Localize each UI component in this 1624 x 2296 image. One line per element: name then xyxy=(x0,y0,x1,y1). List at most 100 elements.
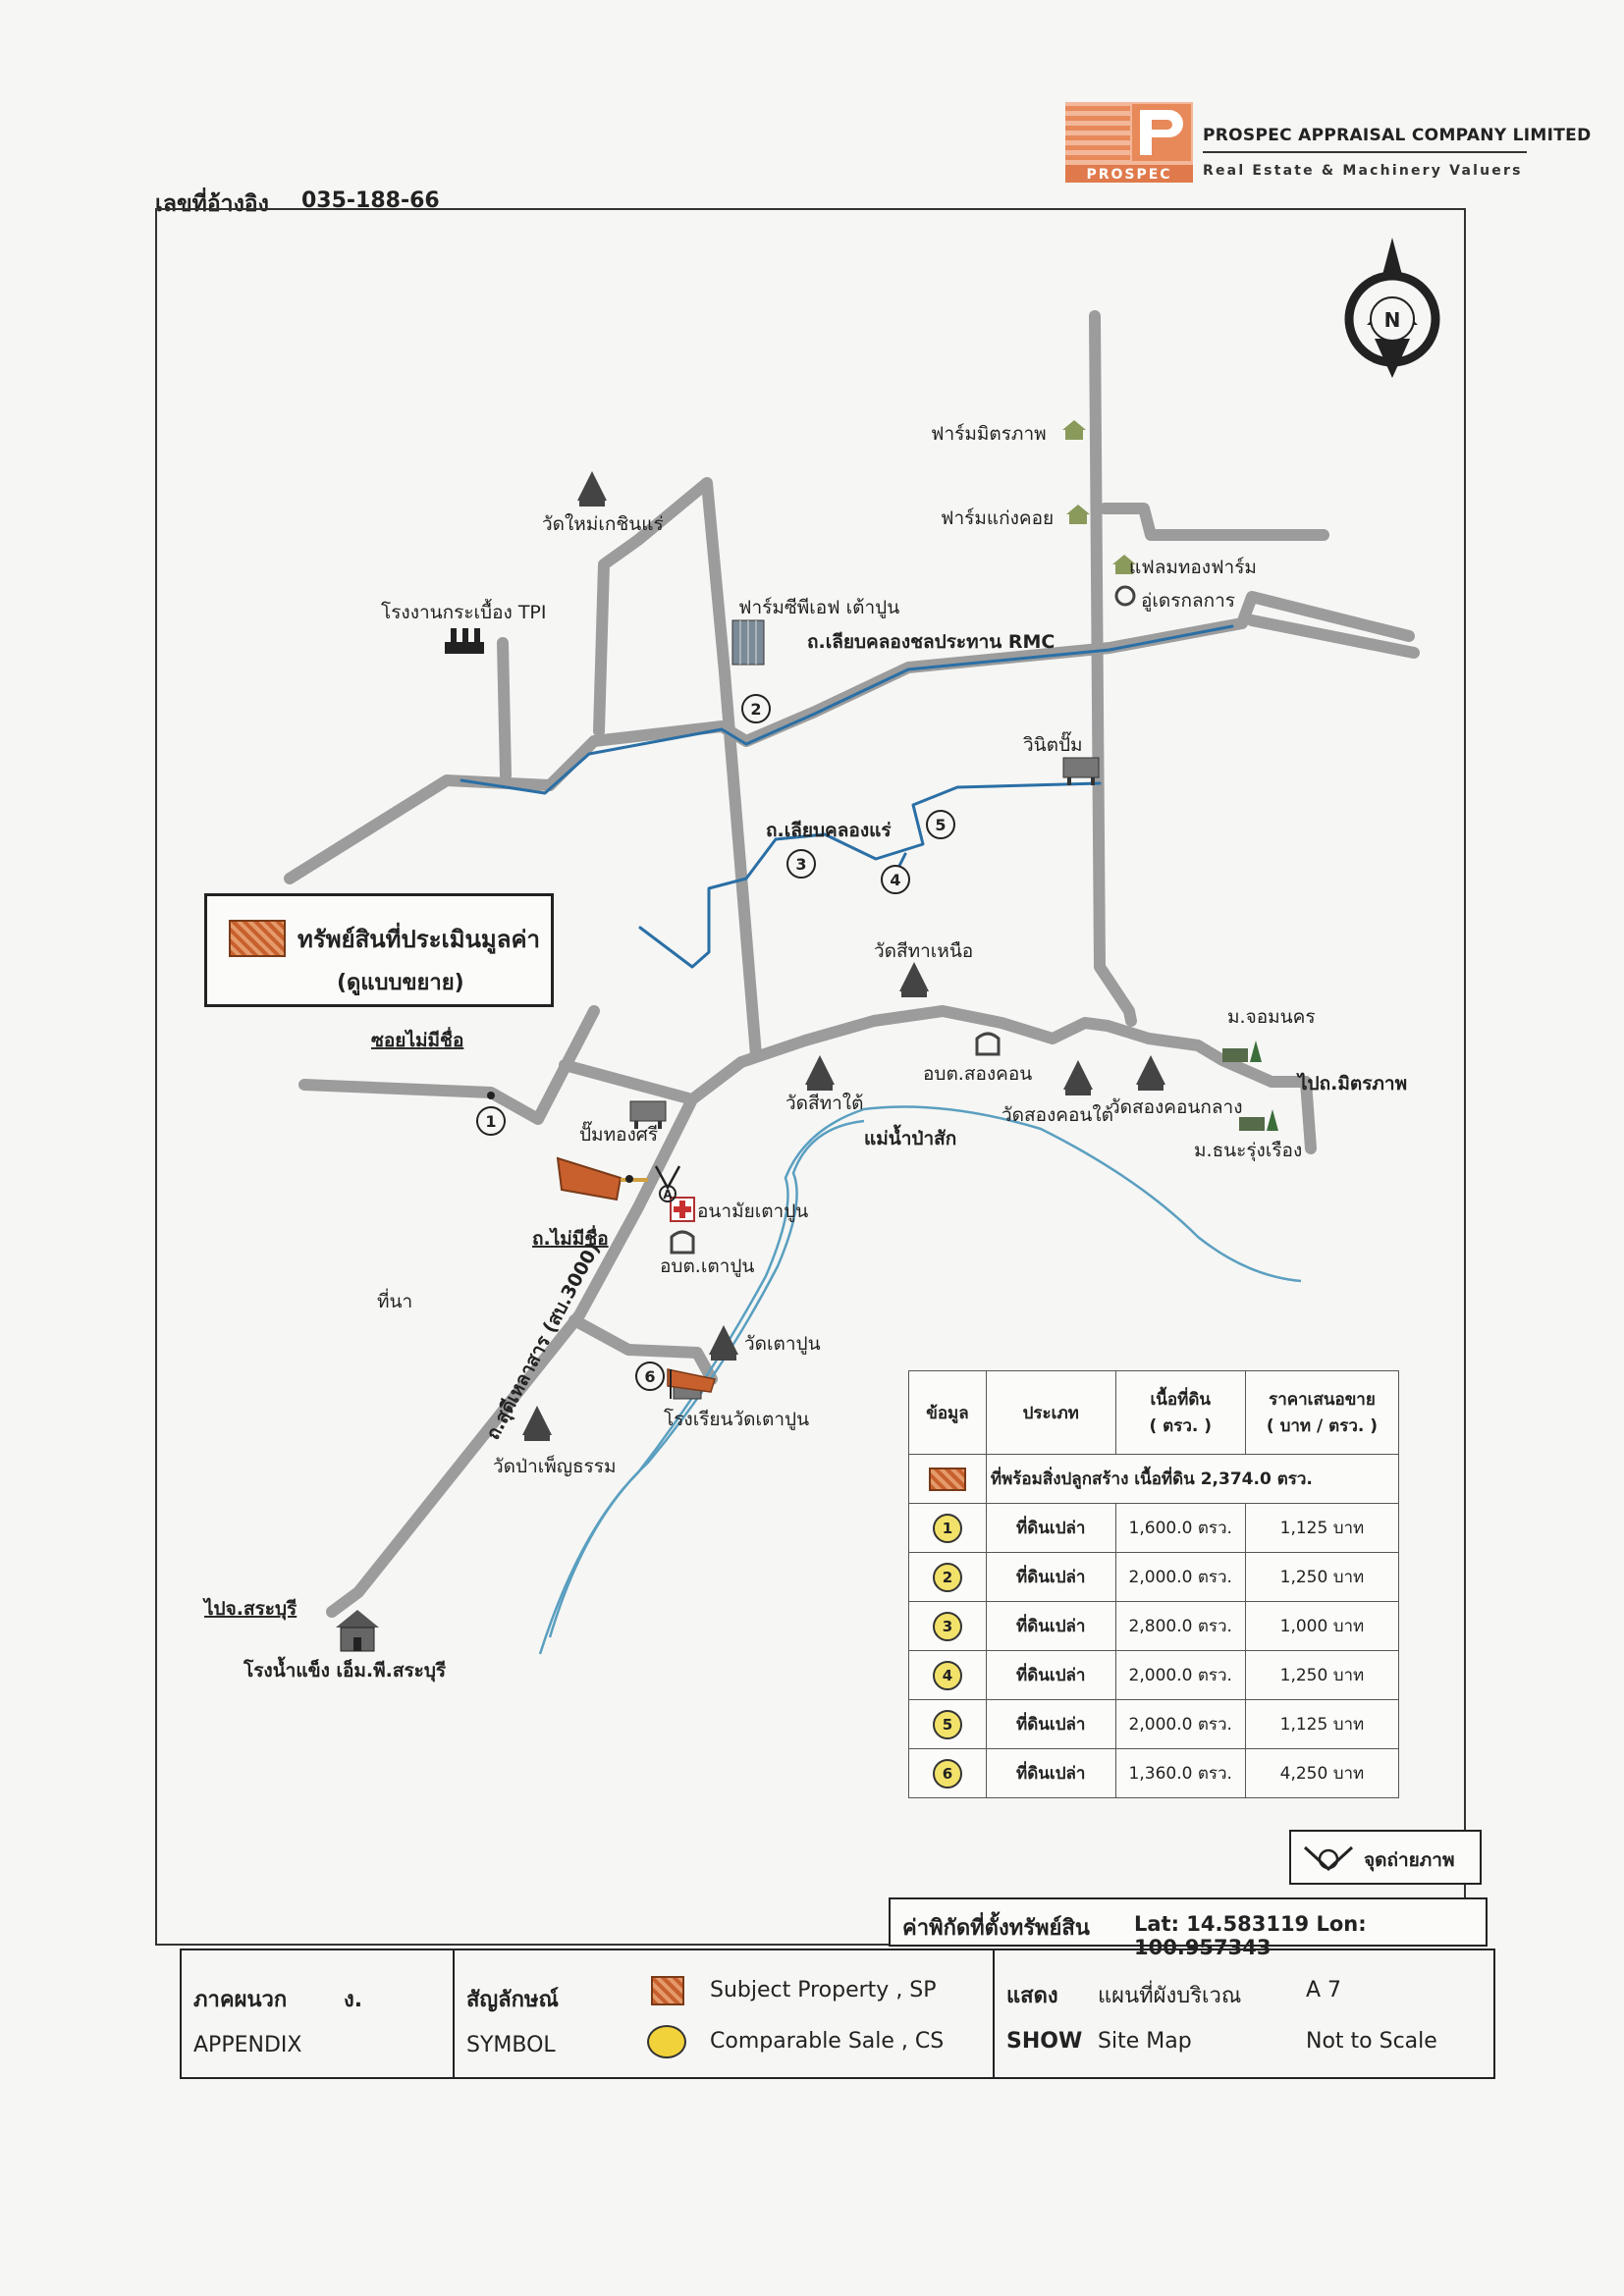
comparable-symbol-label: Comparable Sale , CS xyxy=(710,2029,945,2054)
school-subject-marker xyxy=(667,1368,716,1399)
farm-house-icon-3 xyxy=(1112,555,1136,574)
scale-note: Not to Scale xyxy=(1306,2029,1437,2054)
table-row: 6 ที่ดินเปล่า 1,360.0 ตรว. 4,250 บาท xyxy=(908,1748,1400,1798)
north-compass-icon: N xyxy=(1344,238,1440,378)
comparable-sale-symbol xyxy=(647,2025,686,2058)
svg-text:2: 2 xyxy=(750,700,761,719)
row-type: ที่ดินเปล่า xyxy=(985,1552,1116,1602)
footer-show-cell: แสดง SHOW แผนที่ผังบริเวณ Site Map A 7 N… xyxy=(995,1950,1493,2077)
label-wat-song-khon-tai: วัดสองคอนใต้ xyxy=(1001,1104,1113,1126)
label-wat-sitha-nuea: วัดสีทาเหนือ xyxy=(874,940,973,962)
gas-station-thongsri-icon xyxy=(629,1100,667,1129)
government-office-icon-2 xyxy=(670,1230,695,1255)
subject-property-marker xyxy=(556,1156,648,1201)
table-row: 3 ที่ดินเปล่า 2,800.0 ตรว. 1,000 บาท xyxy=(908,1601,1400,1651)
comparable-marker-4: 4 xyxy=(881,865,910,894)
row-price: 1,125 บาท xyxy=(1244,1503,1400,1553)
row-area: 1,360.0 ตรว. xyxy=(1114,1748,1246,1798)
symbol-en: SYMBOL xyxy=(466,2033,556,2057)
label-pump-thongsri: ปั๊มทองศรี xyxy=(579,1121,658,1146)
row-price: 1,250 บาท xyxy=(1244,1650,1400,1700)
appendix-th: ภาคผนวก xyxy=(193,1988,288,2012)
road-rmc-east xyxy=(1246,614,1420,659)
row-id-badge: 1 xyxy=(932,1513,962,1543)
label-wat-song-khon-klang: วัดสองคอนกลาง xyxy=(1110,1096,1243,1118)
road-rmc-main xyxy=(284,591,1415,884)
label-winit-pump: วินิตปั๊ม xyxy=(1023,731,1083,756)
label-health-center: อนามัยเตาปูน xyxy=(697,1201,808,1222)
label-farm-mittraphap: ฟาร์มมิตรภาพ xyxy=(931,423,1047,445)
farm-house-icon-2 xyxy=(1066,505,1090,524)
compass-letter: N xyxy=(1384,308,1401,332)
table-row: 2 ที่ดินเปล่า 2,000.0 ตรว. 1,250 บาท xyxy=(908,1552,1400,1602)
appendix-en: APPENDIX xyxy=(193,2033,302,2057)
label-sutwitthayakan-road: ถ.สุดีเหลาสาร (สบ.3000) xyxy=(482,1239,606,1444)
col-header-price: ราคาเสนอขาย ( บาท / ตรว. ) xyxy=(1244,1370,1400,1455)
coordinates-label: ค่าพิกัดที่ตั้งทรัพย์สิน xyxy=(902,1916,1090,1941)
label-to-mittraphap: ไปถ.มิตรภาพ xyxy=(1296,1072,1407,1095)
col-header-type: ประเภท xyxy=(985,1370,1116,1455)
label-school-wat-taopun: โรงเรียนวัดเตาปูน xyxy=(664,1408,809,1430)
village-thanarungrueang-icon xyxy=(1239,1109,1278,1131)
label-obt-song-khon: อบต.สองคอน xyxy=(923,1063,1032,1085)
road-east-spur xyxy=(1300,1076,1317,1154)
label-field: ที่นา xyxy=(377,1288,412,1312)
row-area: 2,800.0 ตรว. xyxy=(1114,1601,1246,1651)
row-area: 1,600.0 ตรว. xyxy=(1114,1503,1246,1553)
row-id-badge: 2 xyxy=(932,1562,962,1592)
label-pasak-river: แม่น้ำป่าสัก xyxy=(864,1124,956,1149)
road-soi-1 xyxy=(298,1005,600,1125)
col-header-price-line2: ( บาท / ตรว. ) xyxy=(1266,1416,1379,1436)
subject-property-symbol xyxy=(651,1976,684,2005)
svg-text:1: 1 xyxy=(485,1112,496,1131)
canals xyxy=(460,624,1234,969)
row-id-badge: 5 xyxy=(932,1709,962,1739)
label-wat-taopun: วัดเตาปูน xyxy=(744,1333,821,1355)
subject-legend-subtitle: (ดูแบบขยาย) xyxy=(337,971,464,995)
label-moo-thanarungrueang: ม.ธนะรุ่งเรือง xyxy=(1194,1140,1302,1162)
row-type: ที่ดินเปล่า xyxy=(985,1748,1116,1798)
table-row: 4 ที่ดินเปล่า 2,000.0 ตรว. 1,250 บาท xyxy=(908,1650,1400,1700)
row-id-badge: 3 xyxy=(932,1611,962,1641)
table-row: 5 ที่ดินเปล่า 2,000.0 ตรว. 1,125 บาท xyxy=(908,1699,1400,1749)
temple-sitha-tai-icon xyxy=(805,1055,835,1091)
comparable-markers: 1 2 3 4 5 6 xyxy=(476,694,955,1391)
road-school xyxy=(568,1314,718,1385)
farm-house-icon-1 xyxy=(1062,420,1086,440)
row-id-badge: 4 xyxy=(932,1660,962,1690)
temple-pa-phen-icon xyxy=(522,1406,552,1441)
label-khlong-rae-road: ถ.เลียบคลองแร่ xyxy=(766,820,892,841)
coordinates-box: ค่าพิกัดที่ตั้งทรัพย์สิน Lat: 14.583119 … xyxy=(889,1897,1488,1959)
comparable-marker-5: 5 xyxy=(926,810,955,839)
subject-legend-title: ทรัพย์สินที่ประเมินมูลค่า xyxy=(298,926,540,953)
photo-point-label: จุดถ่ายภาพ xyxy=(1364,1849,1455,1871)
map-frame xyxy=(155,208,1466,1946)
col-header-area-line2: ( ตรว. ) xyxy=(1149,1416,1213,1436)
footer-appendix-cell: ภาคผนวก ง. APPENDIX xyxy=(182,1950,455,2077)
label-obt-taopun: อบต.เตาปูน xyxy=(660,1255,754,1277)
row-type: ที่ดินเปล่า xyxy=(985,1699,1116,1749)
map-type-en: Site Map xyxy=(1098,2029,1192,2054)
row-price: 1,250 บาท xyxy=(1244,1552,1400,1602)
footer-symbol-cell: สัญลักษณ์ SYMBOL Subject Property , SP C… xyxy=(455,1950,995,2077)
canal-rmc xyxy=(460,624,1234,795)
appendix-letter: ง. xyxy=(344,1988,363,2012)
pasak-river xyxy=(538,1105,1302,1655)
label-road-no-name: ถ.ไม่มีชื่อ xyxy=(532,1225,609,1250)
comparable-marker-3: 3 xyxy=(786,849,816,879)
road-sutwit xyxy=(326,1005,1312,1618)
comparable-marker-2: 2 xyxy=(741,694,771,723)
row-price: 1,125 บาท xyxy=(1244,1699,1400,1749)
road-wat-mai xyxy=(593,477,762,1061)
row-type: ที่ดินเปล่า xyxy=(985,1601,1116,1651)
map-type-th: แผนที่ผังบริเวณ xyxy=(1098,1984,1242,2008)
label-rmc-road: ถ.เลียบคลองชลประทาน RMC xyxy=(807,631,1055,653)
page-code: A 7 xyxy=(1306,1978,1342,2002)
subject-symbol-label: Subject Property , SP xyxy=(710,1978,937,2002)
photo-point-marker: A xyxy=(654,1165,681,1202)
subject-swatch-cell xyxy=(908,1454,987,1504)
subject-swatch xyxy=(229,920,286,957)
table-row: 1 ที่ดินเปล่า 1,600.0 ตรว. 1,125 บาท xyxy=(908,1503,1400,1553)
label-soi-no-name: ซอยไม่มีชื่อ xyxy=(371,1027,463,1051)
comparables-table: ข้อมูล ประเภท เนื้อที่ดิน ( ตรว. ) ราคาเ… xyxy=(908,1370,1400,1798)
